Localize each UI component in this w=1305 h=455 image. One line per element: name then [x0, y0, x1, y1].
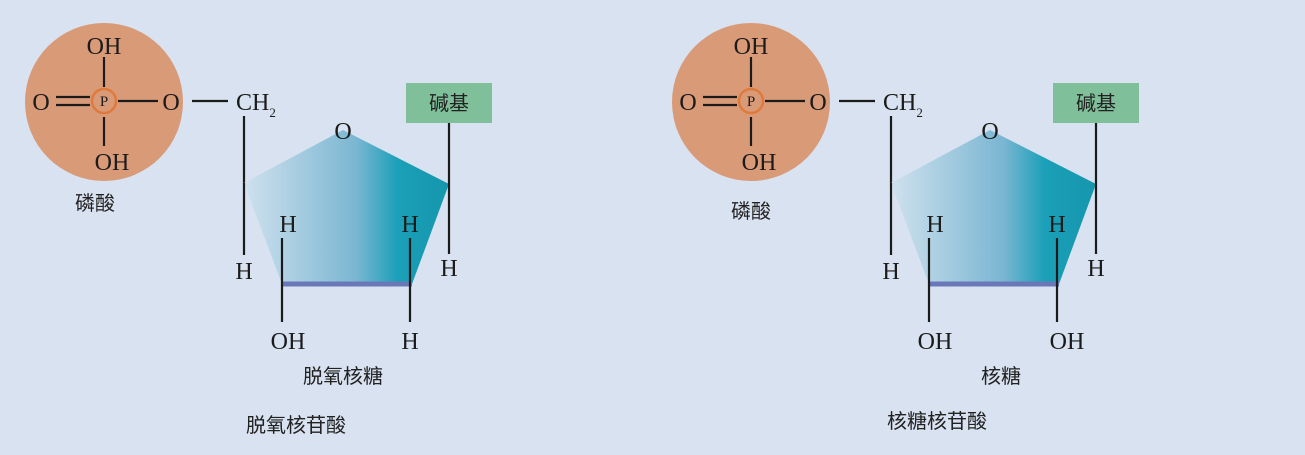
sugar-pentagon — [244, 130, 449, 284]
phosphate-label: 磷酸 — [731, 199, 771, 223]
c2-hydrogen-down: H — [401, 329, 418, 355]
o-left: O — [679, 90, 696, 116]
c1-hydrogen: H — [440, 256, 457, 282]
base-label: 碱基 — [429, 91, 469, 115]
ch2: CH2 — [883, 90, 923, 120]
o-right: O — [162, 90, 179, 116]
phosphate-group: OH O P O OH 磷酸 — [672, 23, 830, 223]
oh-top: OH — [87, 34, 122, 60]
o-right: O — [809, 90, 826, 116]
base-box — [1053, 83, 1139, 123]
sugar-pentagon — [891, 130, 1096, 284]
c2-hydrogen-up: H — [1048, 212, 1065, 238]
oh-bottom: OH — [95, 150, 130, 176]
ribonucleotide: OH O P O OH 磷酸 CH2 O H H OH H OH H 碱基 核糖 — [672, 23, 1139, 433]
c1-hydrogen: H — [1087, 256, 1104, 282]
base-label: 碱基 — [1076, 91, 1116, 115]
sugar-label: 核糖 — [981, 364, 1021, 388]
ch2: CH2 — [236, 90, 276, 120]
nucleotide-title: 核糖核苷酸 — [887, 409, 987, 433]
c2-hydrogen-up: H — [401, 212, 418, 238]
phosphate-group: OH O P O OH 磷酸 — [25, 23, 183, 215]
c3-hydroxyl: OH — [918, 329, 953, 355]
c3-hydrogen: H — [926, 212, 943, 238]
phosphorus-atom-ring — [90, 87, 118, 115]
ribose-ring: O H H OH H OH H — [882, 119, 1104, 355]
deoxyribose-ring: O H H OH H H H — [235, 119, 457, 355]
oh-bottom: OH — [742, 150, 777, 176]
base-box — [406, 83, 492, 123]
phosphate-label: 磷酸 — [75, 191, 115, 215]
deoxyribonucleotide: OH O P O OH 磷酸 CH2 O H H OH H H — [25, 23, 492, 437]
phosphorus-atom-ring — [737, 87, 765, 115]
ring-oxygen: O — [334, 119, 351, 145]
oh-top: OH — [734, 34, 769, 60]
c3-hydrogen: H — [279, 212, 296, 238]
nucleotide-title: 脱氧核苷酸 — [246, 413, 346, 437]
sugar-label: 脱氧核糖 — [303, 364, 383, 388]
c4-hydrogen: H — [882, 259, 899, 285]
ring-oxygen: O — [981, 119, 998, 145]
c3-hydroxyl: OH — [271, 329, 306, 355]
phosphate-circle — [25, 23, 183, 181]
o-left: O — [32, 90, 49, 116]
c2-hydroxyl: OH — [1050, 329, 1085, 355]
phosphorus: P — [100, 94, 108, 110]
phosphorus: P — [747, 94, 755, 110]
c4-hydrogen: H — [235, 259, 252, 285]
phosphate-circle — [672, 23, 830, 181]
